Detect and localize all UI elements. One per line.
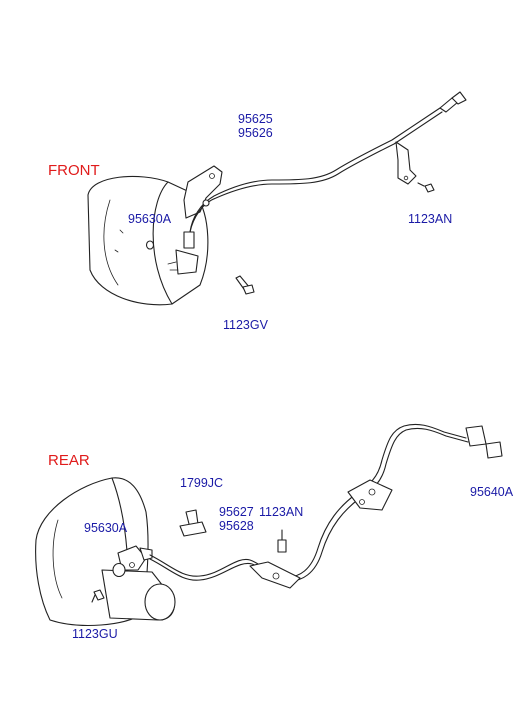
front-part-number-95626: 95626 [238,126,273,140]
front-mount-bracket [183,165,223,219]
rear-bolt-bracket [277,529,287,553]
rear-part-number-95630a: 95630A [84,521,128,535]
front-oring [145,240,155,250]
front-wheel-speed-sensor [167,231,199,275]
rear-part-number-95627: 95627 [219,505,254,519]
rear-part-number-95628: 95628 [219,519,254,533]
front-bolt-bracket [417,182,435,193]
front-sensor-cable [189,91,467,233]
rear-part-number-95640a: 95640A [470,485,514,499]
rear-sensor-cable [149,423,469,589]
front-section-title: FRONT [48,162,100,179]
rear-bolt-sensor [91,589,105,603]
rear-part-number-1123gu: 1123GU [72,627,118,641]
rear-clip [179,509,207,537]
front-part-number-95625: 95625 [238,112,273,126]
rear-connector [465,425,503,459]
rear-part-number-1123an: 1123AN [259,505,304,519]
rear-part-number-1799jc: 1799JC [180,476,224,490]
front-part-number-95630a: 95630A [128,212,172,226]
front-bolt-sensor [235,275,255,295]
front-part-number-1123an: 1123AN [408,212,453,226]
rear-axle-hub [101,569,176,621]
front-part-number-1123gv: 1123GV [223,318,268,332]
front-cable-bracket [395,141,417,185]
rear-oring [112,562,126,578]
rear-section-title: REAR [48,452,90,469]
